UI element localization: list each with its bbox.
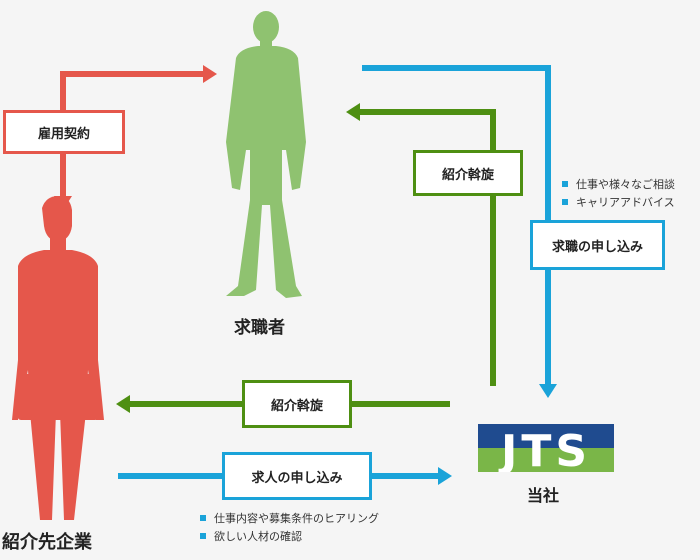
client-company-label: 紹介先企業 [2,532,92,553]
job-offer-application-box: 求人の申し込み [222,452,372,500]
list-item: 欲しい人材の確認 [200,527,379,545]
jts-logo-text: JTS [498,426,591,472]
job-seeker-label: 求職者 [234,318,285,338]
seeker-services-list: 仕事や様々なご相談 キャリアアドバイス [562,175,675,211]
employment-arrow-line [60,71,208,198]
standing-man-icon [226,11,306,298]
employment-arrow-head-down [54,196,72,210]
employment-contract-box: 雇用契約 [3,110,125,154]
jts-logo-graphic: JTS [478,424,614,477]
job-offer-arrow-head [438,467,452,485]
list-item: 仕事や様々なご相談 [562,175,675,193]
our-company-label: 当社 [527,486,560,505]
introduction-top-arrow-head [346,103,360,121]
list-item: 仕事内容や募集条件のヒアリング [200,509,379,527]
job-application-box: 求職の申し込み [530,220,665,270]
bullet-square-icon [200,533,206,539]
job-application-arrow-line [362,65,551,388]
introduction-top-arrow-line [356,109,496,386]
list-item: キャリアアドバイス [562,193,675,211]
introduction-bottom-box: 紹介斡旋 [242,380,352,428]
introduction-bottom-arrow-head [116,395,130,413]
businessman-briefcase-icon [12,196,104,520]
employment-arrow-head-right [203,65,217,83]
job-application-arrow-head [539,384,557,398]
company-services-list: 仕事内容や募集条件のヒアリング 欲しい人材の確認 [200,509,379,545]
jts-logo: JTS [478,424,614,477]
bullet-square-icon [562,181,568,187]
bullet-square-icon [200,515,206,521]
bullet-square-icon [562,199,568,205]
introduction-top-box: 紹介斡旋 [413,150,523,196]
